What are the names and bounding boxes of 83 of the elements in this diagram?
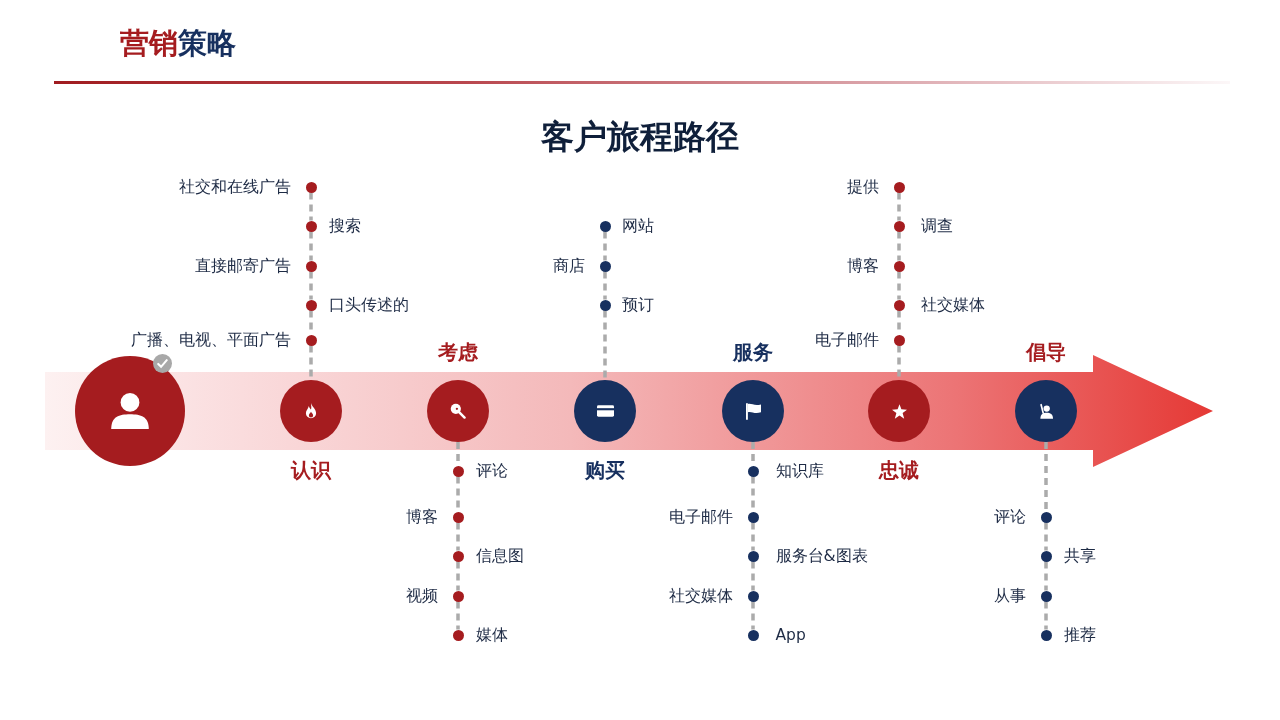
stage-label: 倡导 <box>1026 340 1066 364</box>
touchpoint-label: 共享 <box>1063 546 1096 566</box>
stage-label: 认识 <box>291 458 331 482</box>
touchpoint-label: 媒体 <box>475 625 508 645</box>
dashed-connector <box>897 345 901 380</box>
touchpoint-dot <box>599 260 611 272</box>
touchpoint-label: App <box>775 625 806 645</box>
dashed-connector <box>603 231 607 261</box>
dashed-connector <box>1044 442 1048 512</box>
touchpoint-label: 服务台&图表 <box>775 546 868 566</box>
touchpoint-label: 信息图 <box>475 546 524 566</box>
touchpoint-label: 评论 <box>475 461 508 481</box>
touchpoint-label: 网站 <box>621 216 654 236</box>
touchpoint-dot <box>893 334 905 346</box>
touchpoint-dot <box>747 590 759 602</box>
touchpoint-dot <box>452 590 464 602</box>
touchpoint-dot <box>1040 550 1052 562</box>
touchpoint-dot <box>452 629 464 641</box>
touchpoint-dot <box>305 299 317 311</box>
stage-label: 购买 <box>585 458 625 482</box>
touchpoint-dot <box>452 511 464 523</box>
touchpoint-dot <box>747 629 759 641</box>
touchpoint-label: 口头传述的 <box>328 295 409 315</box>
touchpoint-dot <box>452 465 464 477</box>
dashed-connector <box>456 522 460 551</box>
dashed-connector <box>603 310 607 380</box>
touchpoint-label: 电子邮件 <box>668 507 733 527</box>
touchpoint-label: 提供 <box>846 177 879 197</box>
touchpoint-label: 社交媒体 <box>668 586 733 606</box>
dashed-connector <box>751 561 755 591</box>
touchpoint-dot <box>1040 629 1052 641</box>
touchpoint-label: 社交媒体 <box>920 295 985 315</box>
touchpoint-dot <box>305 260 317 272</box>
diagram-title: 客户旅程路径 <box>541 117 739 157</box>
touchpoint-label: 调查 <box>920 216 953 236</box>
dashed-connector <box>751 601 755 630</box>
dashed-connector <box>603 271 607 300</box>
touchpoint-dot <box>893 220 905 232</box>
touchpoint-label: 推荐 <box>1063 625 1096 645</box>
touchpoint-dot <box>305 220 317 232</box>
touchpoint-label: 博客 <box>846 256 879 276</box>
touchpoint-dot <box>893 260 905 272</box>
touchpoint-label: 知识库 <box>775 461 824 481</box>
touchpoint-dot <box>1040 590 1052 602</box>
dashed-connector <box>309 271 313 300</box>
header-title: 营销策略 <box>120 25 236 61</box>
dashed-connector <box>309 231 313 261</box>
touchpoint-dot <box>893 299 905 311</box>
dashed-connector <box>309 345 313 380</box>
touchpoint-dot <box>747 511 759 523</box>
touchpoint-label: 从事 <box>993 586 1026 606</box>
dashed-connector <box>1044 561 1048 591</box>
touchpoint-dot <box>747 465 759 477</box>
dashed-connector <box>897 231 901 261</box>
touchpoint-label: 评论 <box>993 507 1026 527</box>
dashed-connector <box>1044 522 1048 551</box>
touchpoint-dot <box>599 299 611 311</box>
touchpoint-dot <box>305 334 317 346</box>
touchpoint-dot <box>1040 511 1052 523</box>
touchpoint-label: 社交和在线广告 <box>178 177 291 197</box>
stage-label: 考虑 <box>438 340 478 364</box>
dashed-connector <box>456 601 460 630</box>
touchpoint-dot <box>747 550 759 562</box>
stage-label: 服务 <box>733 340 773 364</box>
dashed-connector <box>309 192 313 221</box>
dashed-connector <box>456 561 460 591</box>
dashed-connector <box>897 192 901 221</box>
touchpoint-label: 电子邮件 <box>814 330 879 350</box>
touchpoint-label: 广播、电视、平面广告 <box>130 330 291 350</box>
stage-label: 忠诚 <box>879 458 919 482</box>
touchpoint-label: 博客 <box>405 507 438 527</box>
touchpoint-dot <box>452 550 464 562</box>
dashed-connector <box>897 271 901 300</box>
touchpoint-label: 视频 <box>405 586 438 606</box>
touchpoint-label: 预订 <box>621 295 654 315</box>
touchpoint-dot <box>305 181 317 193</box>
touchpoint-label: 商店 <box>552 256 585 276</box>
touchpoint-dot <box>893 181 905 193</box>
touchpoint-label: 搜索 <box>328 216 361 236</box>
dashed-connector <box>1044 601 1048 630</box>
dashed-connector <box>751 522 755 551</box>
touchpoint-label: 直接邮寄广告 <box>194 256 291 276</box>
touchpoint-dot <box>599 220 611 232</box>
